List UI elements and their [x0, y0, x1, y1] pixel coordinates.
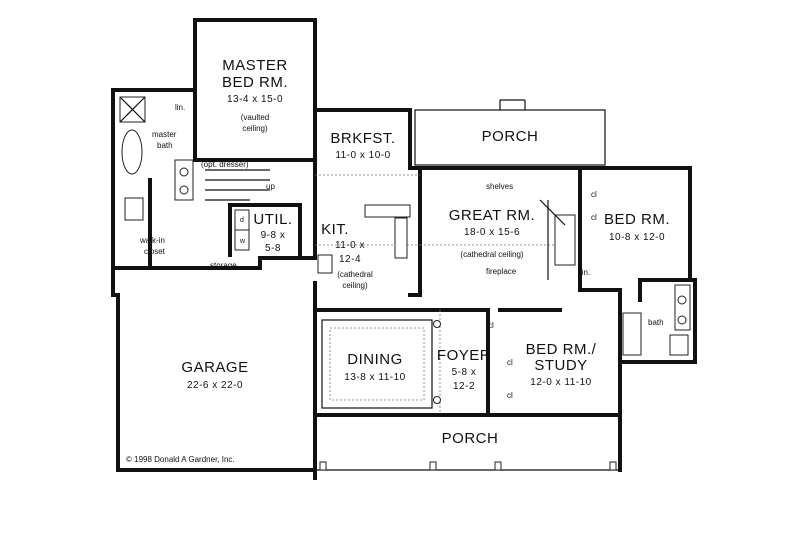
kit-note-2: ceiling): [342, 281, 368, 290]
label-fireplace: fireplace: [486, 267, 517, 276]
small-labels: lin. master bath (opt. dresser) up walk-…: [139, 103, 664, 400]
dining-dims: 13-8 x 11-10: [344, 372, 405, 383]
bed-name: BED RM.: [604, 211, 670, 228]
great-name: GREAT RM.: [449, 207, 535, 224]
kit-name: KIT.: [321, 221, 349, 238]
label-shelves: shelves: [486, 182, 513, 191]
foyer-dims-1: 5-8 x: [452, 367, 477, 378]
label-cl-3: cl: [488, 321, 494, 330]
util-dims-2: 5-8: [265, 243, 281, 254]
foyer-dims-2: 12-2: [453, 381, 475, 392]
dining-name: DINING: [347, 351, 403, 368]
master-dims: 13-4 x 15-0: [227, 94, 283, 105]
copyright: © 1998 Donald A Gardner, Inc.: [126, 455, 235, 464]
label-walkin-2: closet: [144, 247, 166, 256]
study-name-2: STUDY: [534, 357, 587, 374]
label-master-bath-1: master: [152, 130, 177, 139]
bed-dims: 10-8 x 12-0: [609, 232, 665, 243]
great-note: (cathedral ceiling): [460, 250, 523, 259]
label-opt-dresser: (opt. dresser): [201, 160, 249, 169]
kit-dims-2: 12-4: [339, 254, 361, 265]
porch-back-name: PORCH: [482, 128, 539, 145]
label-up: up: [266, 182, 275, 191]
fixtures: [119, 96, 691, 404]
master-note-1: (vaulted: [241, 113, 269, 122]
foyer-name: FOYER: [437, 347, 491, 364]
label-master-bath-2: bath: [157, 141, 173, 150]
label-w: w: [239, 238, 246, 245]
study-dims: 12-0 x 11-10: [530, 377, 591, 388]
brkfst-name: BRKFST.: [330, 130, 395, 147]
label-bath: bath: [648, 318, 664, 327]
label-cl-1: cl: [591, 190, 597, 199]
porch-lines: [315, 99, 620, 471]
master-name-1: MASTER: [222, 57, 288, 74]
study-name-1: BED RM./: [526, 341, 597, 358]
brkfst-dims: 11-0 x 10-0: [335, 150, 390, 161]
util-name: UTIL.: [253, 211, 292, 228]
label-lin-2: lin.: [580, 268, 590, 277]
util-dims-1: 9-8 x: [261, 230, 286, 241]
walls: [111, 18, 697, 480]
label-cl-5: cl: [507, 391, 513, 400]
garage-name: GARAGE: [181, 359, 248, 376]
label-cl-2: cl: [591, 213, 597, 222]
master-name-2: BED RM.: [222, 74, 288, 91]
master-note-2: ceiling): [242, 124, 268, 133]
label-walkin-1: walk-in: [139, 236, 165, 245]
garage-dims: 22-6 x 22-0: [187, 380, 243, 391]
great-dims: 18-0 x 15-6: [464, 227, 520, 238]
label-lin-1: lin.: [175, 103, 185, 112]
label-storage: storage: [210, 261, 237, 270]
kit-note-1: (cathedral: [337, 270, 373, 279]
label-d: d: [240, 217, 244, 224]
room-labels: MASTER BED RM. 13-4 x 15-0 (vaulted ceil…: [181, 57, 670, 447]
kit-dims-1: 11-0 x: [335, 240, 365, 251]
label-cl-4: cl: [507, 358, 513, 367]
porch-front-name: PORCH: [442, 430, 499, 447]
